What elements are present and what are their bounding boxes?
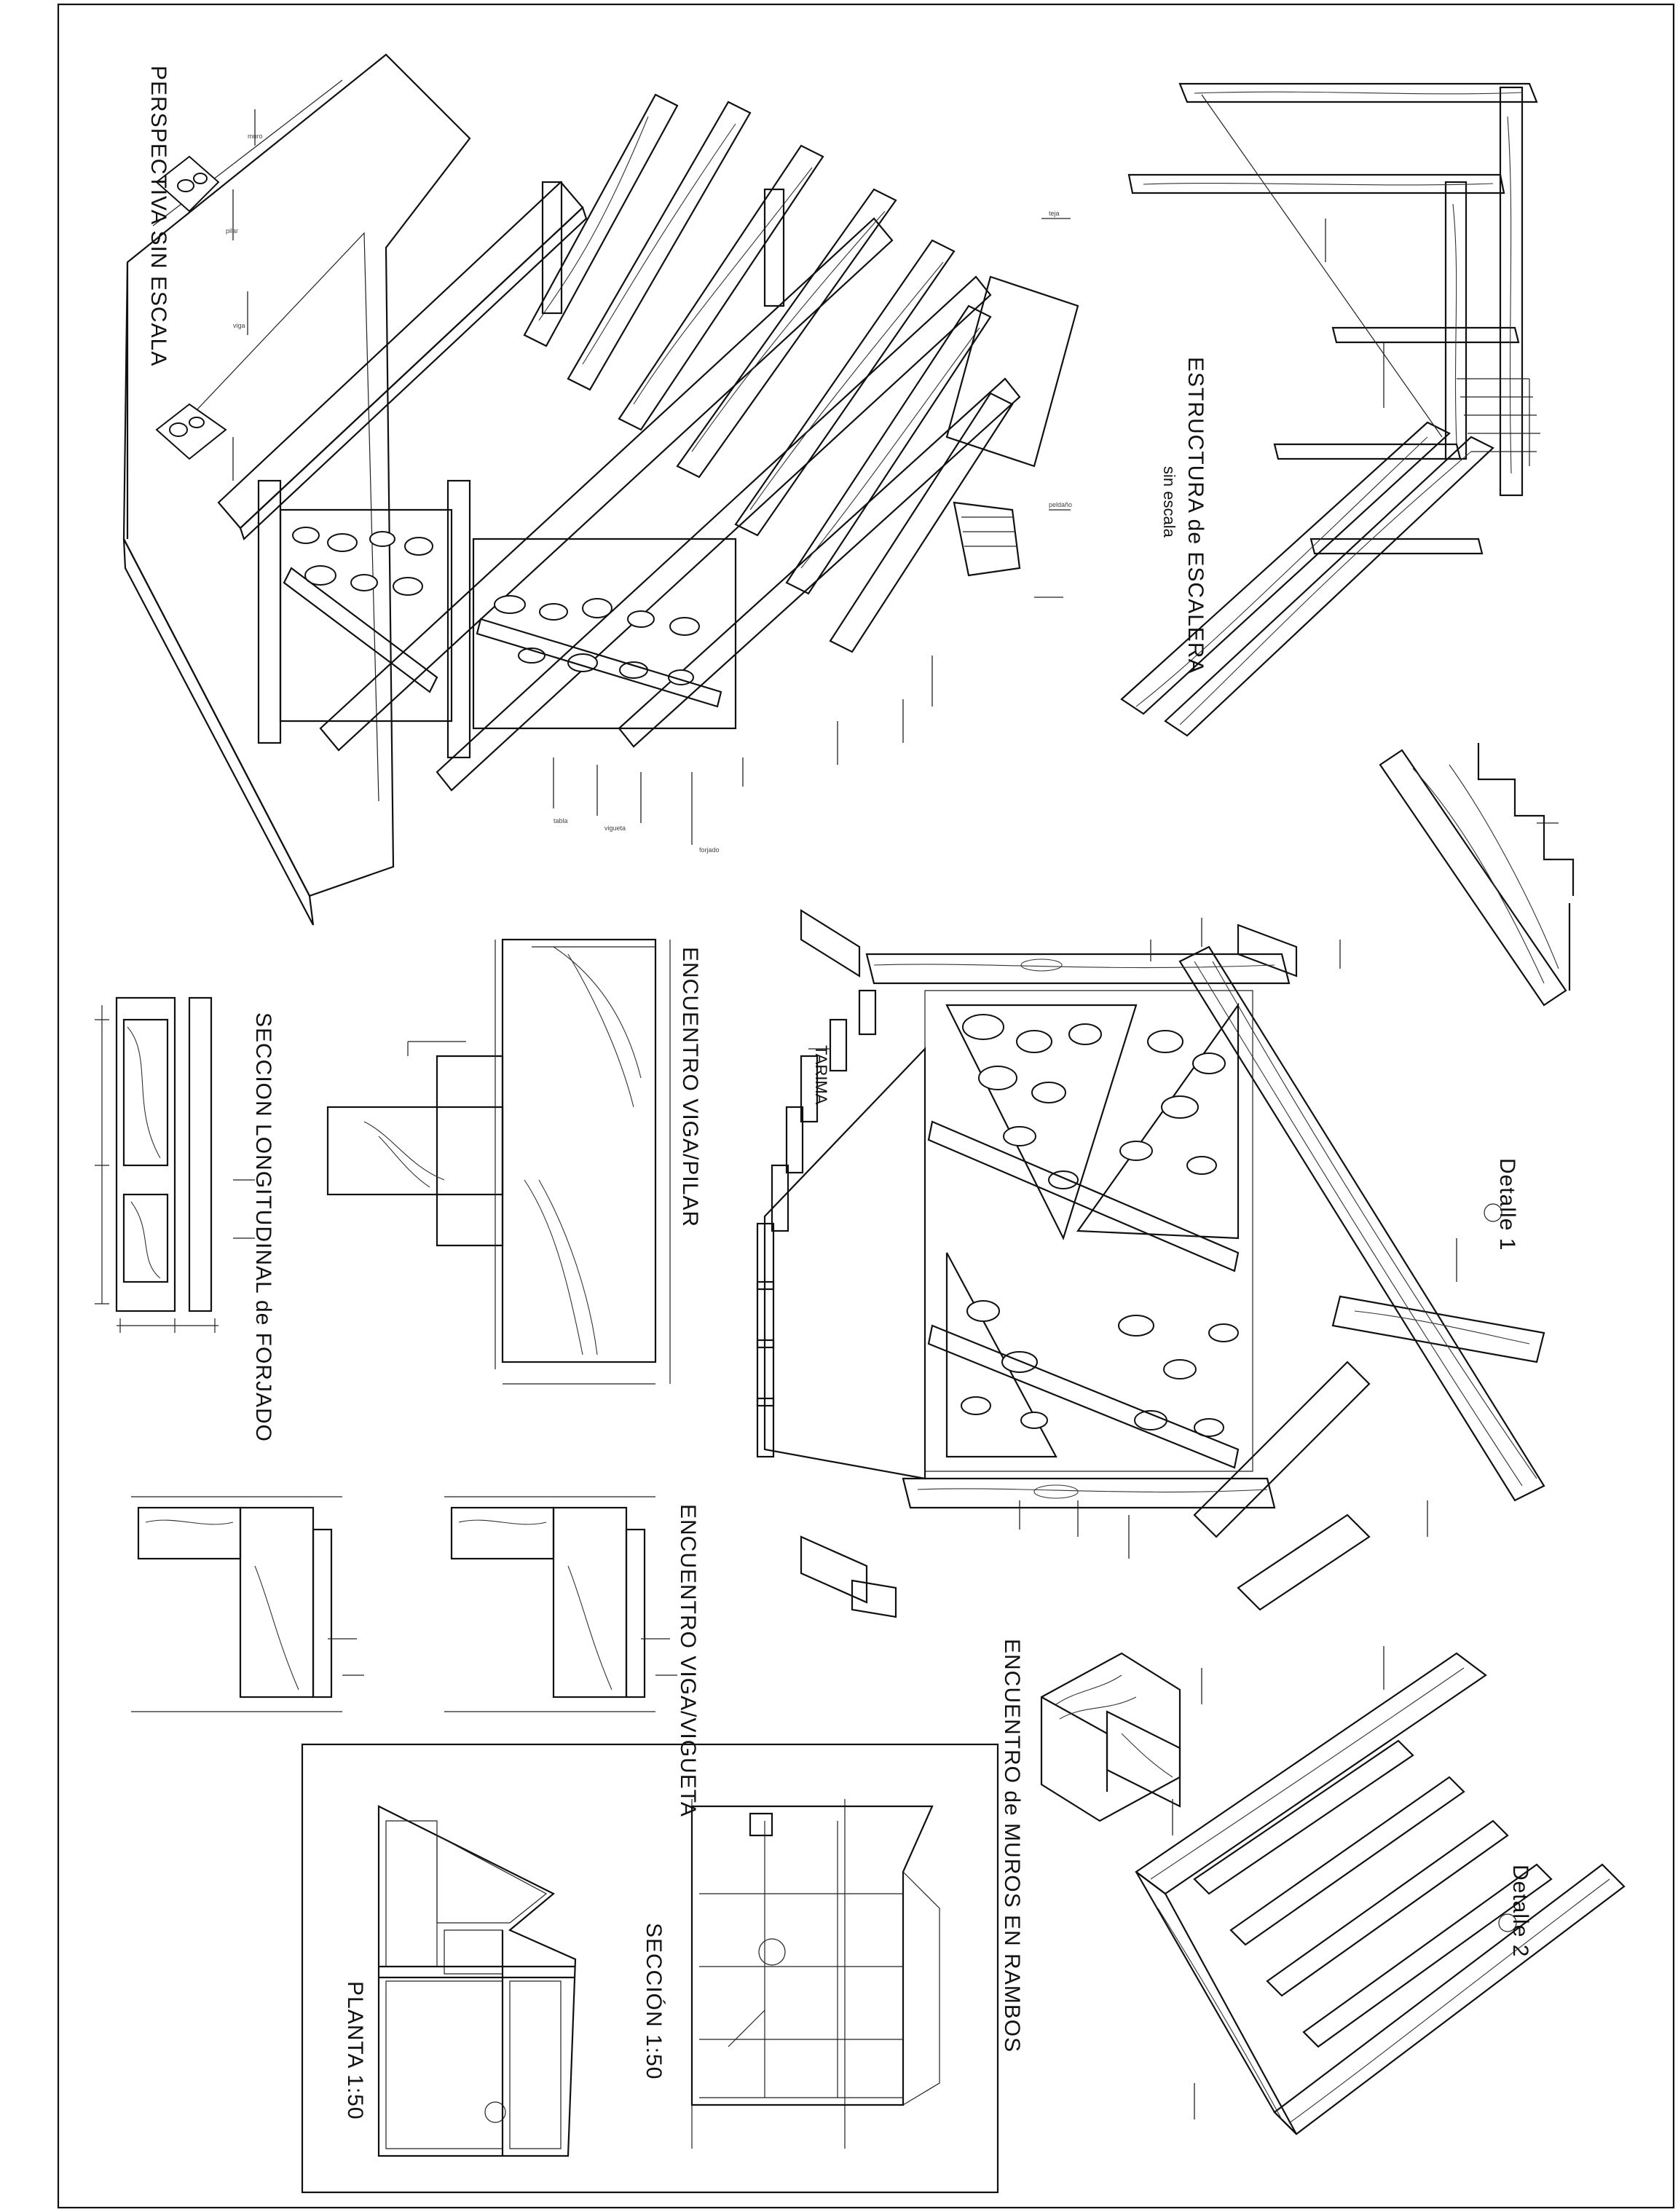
planta-drawing	[377, 1805, 577, 2157]
svg-text:pilar: pilar	[226, 227, 238, 235]
detail-1: TARIMA Detalle 1	[756, 909, 1545, 1618]
forjado-section: SECCION LONGITUDINAL de FORJADO	[95, 996, 275, 1442]
detail-2-title: Detalle 2	[1508, 1865, 1532, 1957]
beam-column-title: ENCUENTRO VIGA/PILAR	[678, 947, 702, 1227]
forjado-section-title: SECCION LONGITUDINAL de FORJADO	[251, 1012, 275, 1442]
detail-1-title: Detalle 1	[1495, 1158, 1519, 1251]
beam-joist-title: ENCUENTRO VIGA/VIGUETA	[676, 1504, 700, 1817]
planta-title: PLANTA 1:50	[343, 1981, 367, 2120]
svg-text:forjado: forjado	[699, 846, 720, 854]
stair-structure-view: ESTRUCTURA de ESCALERA sin escala	[1120, 82, 1575, 1007]
wall-junction-title: ENCUENTRO de MUROS EN RAMBOS	[1000, 1639, 1024, 2052]
seccion-title: SECCIÓN 1:50	[642, 1923, 666, 2079]
stair-subtitle: sin escala	[1160, 466, 1178, 538]
svg-text:tabla: tabla	[554, 817, 568, 824]
tarima-label: TARIMA	[812, 1045, 830, 1105]
perspective-title: PERSPECTIVA SIN ESCALA	[146, 66, 170, 366]
svg-text:viga: viga	[233, 322, 245, 329]
sheet-frame	[57, 3, 1675, 2209]
detail-2: Detalle 2	[1135, 1646, 1626, 2136]
plan-section-inset: PLANTA 1:50 SECCIÓN 1:50	[301, 1743, 999, 2194]
svg-text:teja: teja	[1049, 210, 1060, 217]
seccion-drawing	[690, 1799, 940, 2149]
wall-junction-detail: ENCUENTRO de MUROS EN RAMBOS	[1000, 1639, 1202, 2052]
svg-text:muro: muro	[248, 133, 263, 140]
beam-column-joint: ENCUENTRO VIGA/PILAR	[326, 938, 702, 1385]
svg-text:vigueta: vigueta	[604, 824, 626, 832]
stair-title: ESTRUCTURA de ESCALERA	[1183, 357, 1208, 674]
svg-text:peldaño: peldaño	[1049, 501, 1072, 508]
beam-joist-joint: ENCUENTRO VIGA/VIGUETA	[131, 1496, 700, 1817]
perspective-view: muro pilar viga tabla vigueta forjado teja pe…	[122, 53, 1079, 926]
